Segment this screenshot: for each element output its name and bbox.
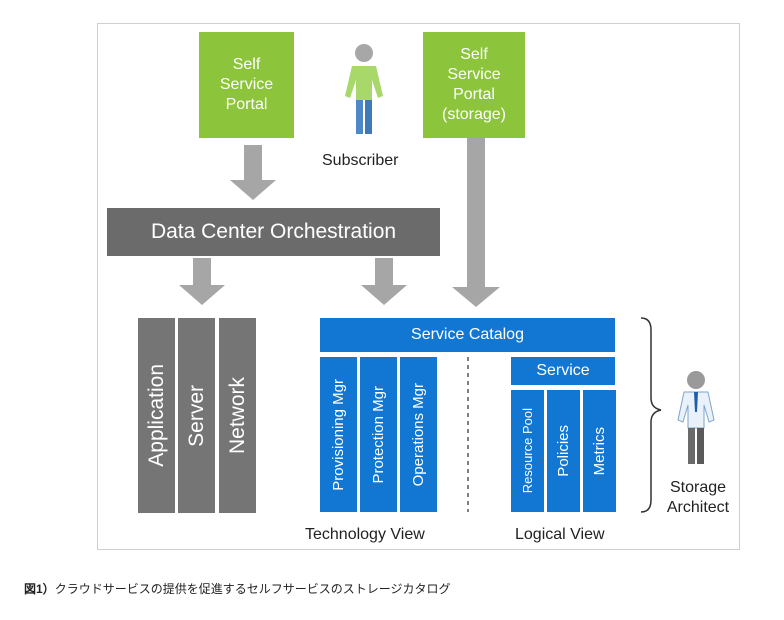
figure-caption-text: クラウドサービスの提供を促進するセルフサービスのストレージカタログ: [54, 582, 451, 596]
operations-mgr-label: Operations Mgr: [410, 382, 427, 487]
arrow-orchestration-to-infra: [179, 258, 225, 305]
policies-column: Policies: [547, 390, 580, 512]
subscriber-icon: [345, 44, 383, 134]
policies-label: Policies: [555, 425, 572, 477]
diagram-frame: [97, 23, 740, 550]
subscriber-label: Subscriber: [322, 152, 399, 169]
metrics-label: Metrics: [591, 426, 608, 476]
figure-number: 図1）: [24, 582, 55, 596]
arrow-storage-portal-to-catalog: [452, 137, 500, 307]
storage-architect-icon: [677, 371, 715, 464]
self-service-portal-box: Self Service Portal: [199, 32, 294, 138]
service-bar: Service: [511, 357, 615, 385]
curly-brace: [640, 317, 662, 513]
service-catalog-bar: Service Catalog: [320, 318, 615, 352]
logical-view-label: Logical View: [515, 526, 605, 543]
figure-caption: 図1）クラウドサービスの提供を促進するセルフサービスのストレージカタログ: [24, 580, 450, 597]
data-center-orchestration-box: Data Center Orchestration: [107, 208, 440, 256]
resource-pool-column: Resource Pool: [511, 390, 544, 512]
server-column: Server: [178, 318, 215, 513]
protection-mgr-label: Protection Mgr: [370, 385, 387, 484]
operations-mgr-column: Operations Mgr: [400, 357, 437, 512]
self-service-portal-storage-box: Self Service Portal (storage): [423, 32, 525, 138]
technology-view-label: Technology View: [305, 526, 425, 543]
network-label: Network: [225, 376, 249, 455]
application-column: Application: [138, 318, 175, 513]
provisioning-mgr-column: Provisioning Mgr: [320, 357, 357, 512]
network-column: Network: [219, 318, 256, 513]
arrow-portal-to-orchestration: [230, 145, 276, 200]
storage-architect-label: Storage Architect: [666, 479, 730, 516]
arrow-orchestration-to-catalog: [361, 258, 407, 305]
metrics-column: Metrics: [583, 390, 616, 512]
protection-mgr-column: Protection Mgr: [360, 357, 397, 512]
resource-pool-label: Resource Pool: [520, 408, 535, 494]
provisioning-mgr-label: Provisioning Mgr: [330, 378, 347, 491]
application-label: Application: [144, 364, 168, 467]
server-label: Server: [184, 384, 208, 447]
